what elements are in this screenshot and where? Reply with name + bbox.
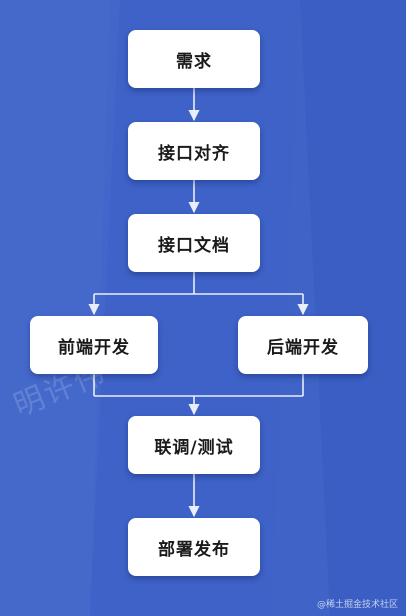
node-requirement-label: 需求: [176, 51, 212, 72]
node-interface-doc: 接口文档: [128, 214, 260, 272]
node-backend-dev-label: 后端开发: [267, 337, 339, 358]
site-watermark: @稀土掘金技术社区: [316, 600, 398, 610]
node-interface-alignment: 接口对齐: [128, 122, 260, 180]
node-deploy-release: 部署发布: [128, 518, 260, 576]
node-integration-test-label: 联调/测试: [154, 437, 234, 458]
node-integration-test: 联调/测试: [128, 416, 260, 474]
node-interface-doc-label: 接口文档: [158, 235, 230, 256]
node-frontend-dev: 前端开发: [30, 316, 158, 374]
node-interface-alignment-label: 接口对齐: [158, 143, 230, 164]
node-requirement: 需求: [128, 30, 260, 88]
connectors: [88, 88, 309, 518]
node-frontend-dev-label: 前端开发: [58, 337, 130, 358]
node-deploy-release-label: 部署发布: [158, 539, 230, 560]
node-backend-dev: 后端开发: [238, 316, 368, 374]
